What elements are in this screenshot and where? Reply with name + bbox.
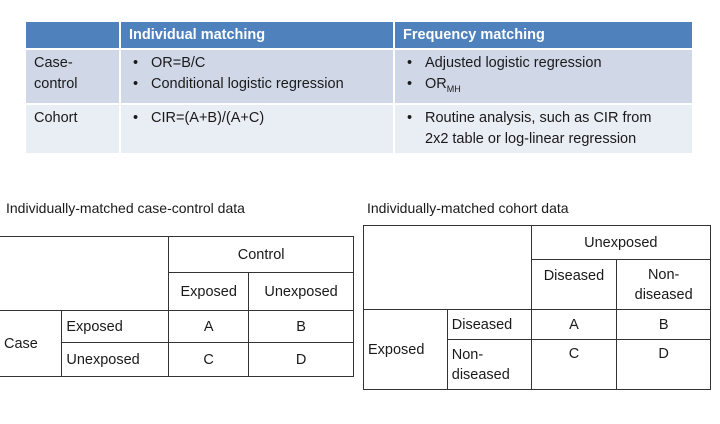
cell-a: A xyxy=(168,310,250,343)
bullet-item: Conditional logistic regression xyxy=(129,74,385,95)
cell-d: D xyxy=(616,339,711,390)
cell-b: B xyxy=(616,309,711,340)
matching-summary-table: Individual matching Frequency matching C… xyxy=(26,22,692,153)
summary-row-cohort: Cohort CIR=(A+B)/(A+C) Routine analysis,… xyxy=(26,102,692,153)
row-group-case: Case xyxy=(0,310,63,377)
summary-row-label: Case- control xyxy=(26,48,121,104)
cohort-table: Unexposed Diseased Non- diseased Exposed… xyxy=(363,225,712,390)
summary-cell-individual: CIR=(A+B)/(A+C) xyxy=(120,102,395,153)
cell-b: B xyxy=(248,310,354,343)
cell-c: C xyxy=(168,342,250,377)
bullet-item: ORMH xyxy=(403,74,684,100)
col-header-non-diseased: Non- diseased xyxy=(616,259,711,310)
row-header-diseased: Diseased xyxy=(446,309,532,340)
row-header-non-diseased: Non- diseased xyxy=(446,339,532,390)
case-control-table: Control Exposed Unexposed Case Exposed A… xyxy=(0,236,354,377)
summary-row-case-control: Case- control OR=B/C Conditional logisti… xyxy=(26,48,692,104)
summary-header-individual: Individual matching xyxy=(120,22,395,49)
col-header-exposed: Exposed xyxy=(168,272,250,311)
summary-header-empty xyxy=(26,22,121,49)
bullet-item: Routine analysis, such as CIR from 2x2 t… xyxy=(403,108,684,150)
blank-corner-cell xyxy=(0,236,170,311)
col-header-diseased: Diseased xyxy=(530,259,618,310)
bullet-item: OR=B/C xyxy=(129,53,385,74)
row-group-exposed: Exposed xyxy=(363,309,448,390)
summary-cell-frequency: Adjusted logistic regression ORMH xyxy=(394,48,692,104)
row-header-unexposed: Unexposed xyxy=(61,342,170,377)
summary-header-frequency: Frequency matching xyxy=(394,22,692,49)
col-header-unexposed: Unexposed xyxy=(248,272,354,311)
unexposed-header: Unexposed xyxy=(530,225,712,260)
row-header-exposed: Exposed xyxy=(61,310,170,343)
blank-corner-cell xyxy=(363,225,532,310)
summary-row-label: Cohort xyxy=(26,102,121,153)
cell-a: A xyxy=(530,309,618,340)
bullet-item: CIR=(A+B)/(A+C) xyxy=(129,108,385,129)
control-header: Control xyxy=(168,236,354,273)
cell-c: C xyxy=(530,339,618,390)
cell-d: D xyxy=(248,342,354,377)
summary-cell-frequency: Routine analysis, such as CIR from 2x2 t… xyxy=(394,102,692,153)
bullet-item: Adjusted logistic regression xyxy=(403,53,684,74)
cohort-caption: Individually-matched cohort data xyxy=(367,200,569,216)
case-control-caption: Individually-matched case-control data xyxy=(6,200,245,216)
summary-header-row: Individual matching Frequency matching xyxy=(26,22,692,49)
summary-cell-individual: OR=B/C Conditional logistic regression xyxy=(120,48,395,104)
